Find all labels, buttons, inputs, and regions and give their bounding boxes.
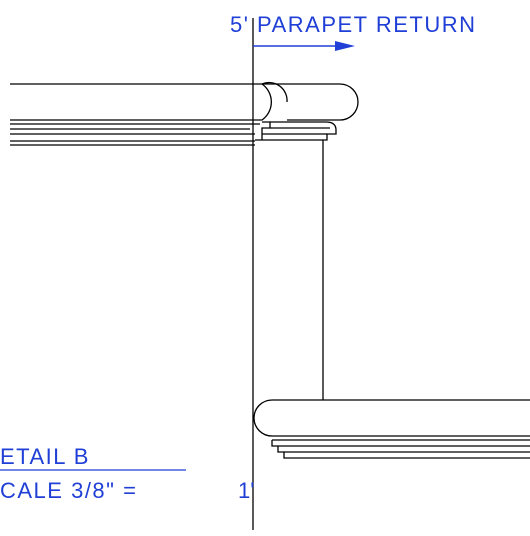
lower-coping xyxy=(253,399,530,459)
return-arrow xyxy=(253,41,355,51)
scale-value: 1' xyxy=(238,478,254,503)
upper-coping xyxy=(10,81,359,146)
parapet-return-label: 5' PARAPET RETURN xyxy=(230,12,477,37)
scale-label: CALE 3/8" = xyxy=(0,478,137,503)
detail-title: ETAIL B xyxy=(0,444,90,469)
